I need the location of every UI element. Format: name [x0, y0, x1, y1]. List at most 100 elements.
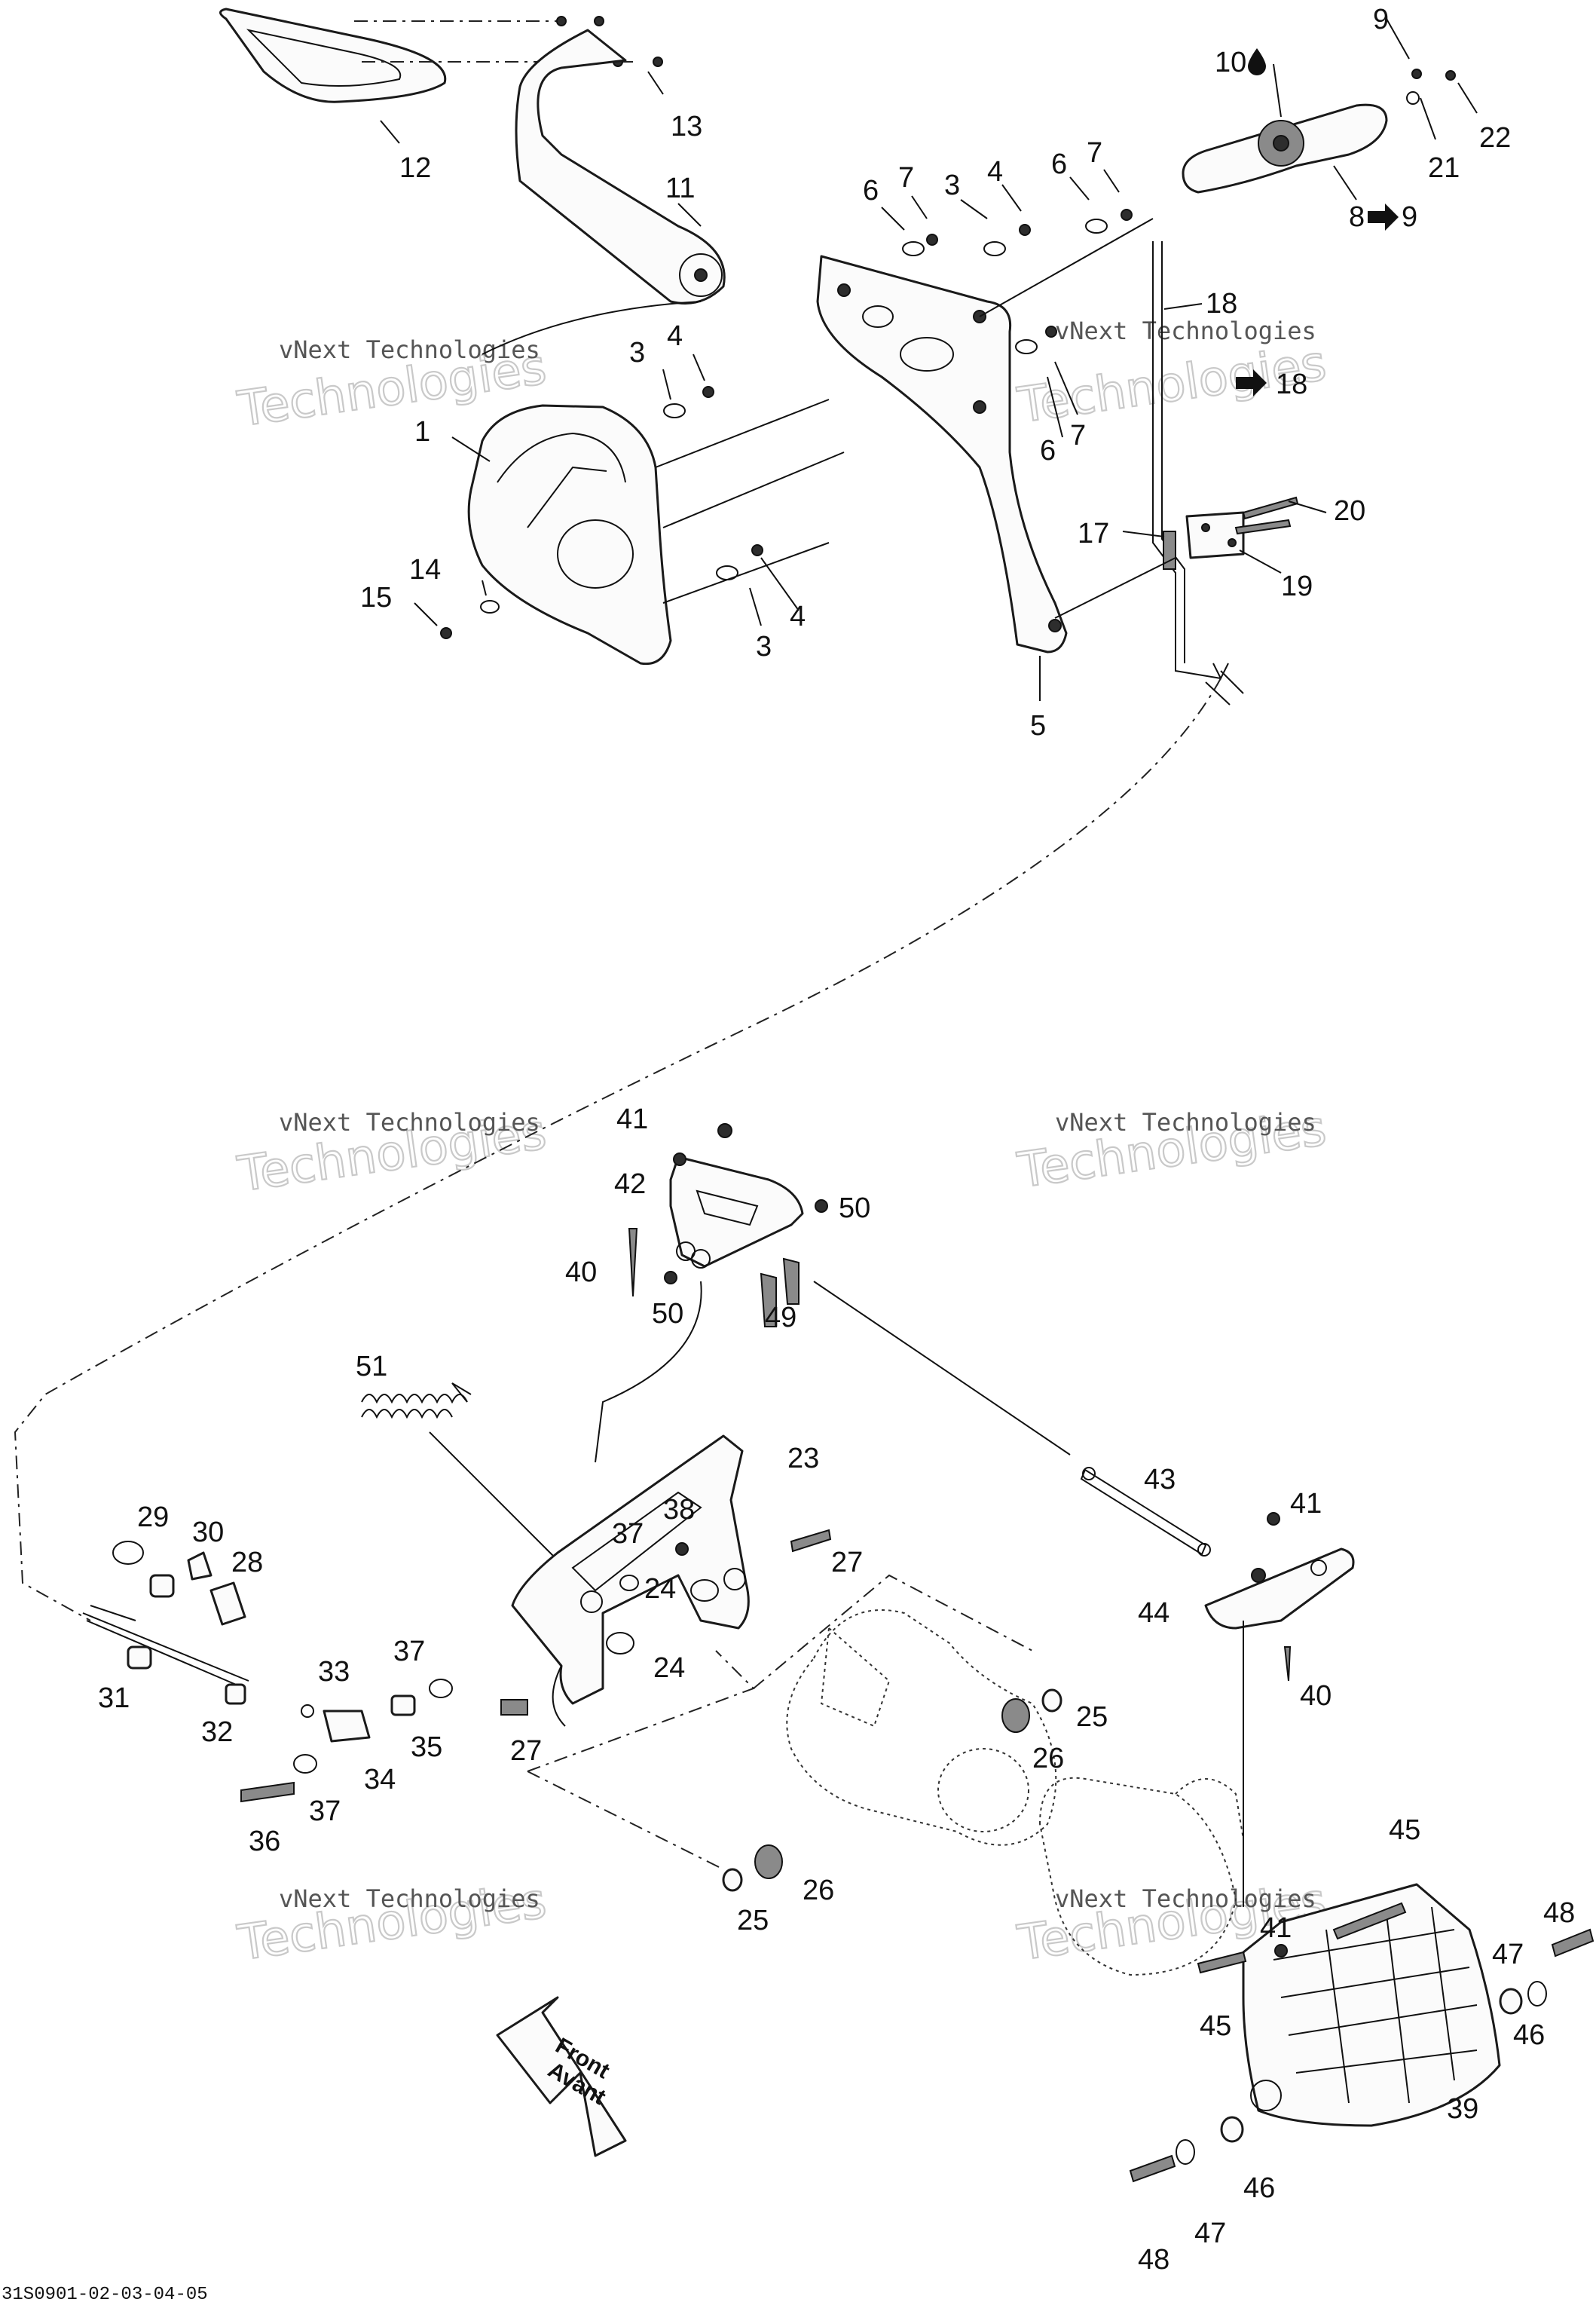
callout: 37 [309, 1795, 341, 1827]
housing-dotted [786, 1609, 1057, 1846]
callout: 24 [653, 1652, 685, 1684]
callout: 48 [1138, 2244, 1169, 2276]
arrow-right-icon [1236, 369, 1267, 396]
callout: 34 [364, 1764, 396, 1795]
callout: 22 [1479, 122, 1511, 154]
callout: 25 [737, 1905, 769, 1936]
spring-leader [429, 1431, 558, 1561]
callout: 9 [1373, 4, 1389, 35]
callout: 21 [1428, 152, 1460, 184]
callout: 43 [1144, 1464, 1176, 1495]
callout: 50 [839, 1192, 870, 1224]
callout: 50 [652, 1298, 683, 1330]
callout: 26 [1032, 1743, 1064, 1774]
part-8-lever [1182, 103, 1388, 194]
callout-leaders [380, 18, 1478, 701]
front-arrow-icon: Front Avant [496, 1996, 627, 2157]
leader-curve [482, 301, 702, 355]
callout: 31 [98, 1682, 130, 1714]
part-1-side-panel [467, 404, 672, 666]
callout: 45 [1389, 1814, 1420, 1846]
callout: 4 [790, 601, 806, 632]
svg-text:vNext Technologies: vNext Technologies [1055, 317, 1316, 345]
callout: 11 [665, 173, 695, 204]
callout: 41 [616, 1104, 648, 1135]
callout: 45 [1200, 2010, 1231, 2042]
callout: 3 [629, 337, 645, 369]
callout: 30 [192, 1517, 224, 1548]
callout: 39 [1447, 2093, 1478, 2125]
part-23-pedal-bracket [511, 1434, 750, 1727]
washer-21-22 [1406, 69, 1456, 105]
bolt-20 [1234, 496, 1299, 535]
arrow-right-icon [1368, 204, 1399, 231]
callout: 46 [1243, 2172, 1275, 2204]
callout: 25 [1076, 1701, 1108, 1733]
callout: 1 [414, 416, 430, 448]
callout: 35 [411, 1731, 442, 1763]
svg-text:vNext Technologies: vNext Technologies [279, 335, 540, 364]
svg-text:vNext Technologies: vNext Technologies [279, 1108, 540, 1137]
rod-17-18 [1152, 241, 1229, 681]
callout: 42 [614, 1168, 646, 1200]
callout: 33 [318, 1656, 350, 1688]
part-43-link [1080, 1467, 1211, 1557]
callout: 41 [1260, 1912, 1292, 1944]
watermark: Technologies vNext Technologies [234, 1872, 551, 1973]
part-44-lever [1204, 1547, 1355, 1630]
svg-text:vNext Technologies: vNext Technologies [1055, 1108, 1316, 1137]
callout: 36 [249, 1826, 280, 1857]
part-39-housing [1242, 1883, 1501, 2127]
callout: 44 [1138, 1597, 1169, 1629]
callout: 48 [1543, 1897, 1575, 1929]
callout: 5 [1030, 710, 1046, 742]
svg-text:vNext Technologies: vNext Technologies [1055, 1884, 1316, 1913]
callout: 40 [1300, 1680, 1332, 1712]
callout: 3 [944, 170, 960, 201]
lower-alignment [527, 1574, 1033, 1870]
callout: 26 [803, 1875, 834, 1906]
footer-code: 31S0901-02-03-04-05 [2, 2285, 208, 2305]
callout: 19 [1281, 571, 1313, 602]
part-12-handle-cover [219, 8, 633, 103]
connector-curve [595, 1281, 702, 1463]
callout: 20 [1334, 495, 1365, 527]
callout: 51 [356, 1351, 387, 1382]
callout: 3 [756, 631, 772, 663]
callout: 37 [612, 1518, 644, 1550]
drop-icon [1248, 48, 1266, 75]
callout: 14 [409, 554, 441, 586]
arrow-line [813, 1281, 1071, 1456]
callout: 18 [1206, 288, 1237, 320]
lower-fasteners-39 [1129, 1512, 1594, 2183]
callout: 17 [1078, 518, 1109, 549]
callout: 18 [1276, 369, 1307, 400]
callout: 13 [671, 111, 702, 142]
callout: 49 [765, 1302, 796, 1333]
callout-labels: 1 3 4 3 4 14 15 5 11 12 13 6 7 3 4 6 7 9… [98, 4, 1575, 2276]
callout: 29 [137, 1501, 169, 1533]
callout: 9 [1402, 201, 1417, 233]
callout: 23 [787, 1443, 819, 1474]
callout: 4 [667, 320, 683, 352]
bearings [722, 1688, 1062, 1892]
part-5-main-panel [816, 255, 1068, 654]
callout: 41 [1290, 1488, 1322, 1520]
svg-text:vNext Technologies: vNext Technologies [279, 1884, 540, 1913]
callout: 8 [1349, 201, 1365, 233]
break-mark [1205, 670, 1244, 706]
part-11-handle-arm [515, 29, 726, 305]
callout: 47 [1194, 2218, 1226, 2249]
watermark: Technologies vNext Technologies [1014, 1100, 1331, 1200]
callout: 40 [565, 1257, 597, 1288]
callout: 6 [1051, 148, 1067, 180]
left-small-parts [82, 1529, 832, 1803]
cable-route [14, 678, 1221, 1621]
callout: 10 [1215, 47, 1246, 78]
alignment-lines [655, 218, 1176, 619]
callout: 27 [510, 1735, 542, 1767]
fasteners-upper [440, 209, 1133, 639]
fasteners-42 [628, 1123, 828, 1327]
callout: 6 [863, 175, 879, 207]
